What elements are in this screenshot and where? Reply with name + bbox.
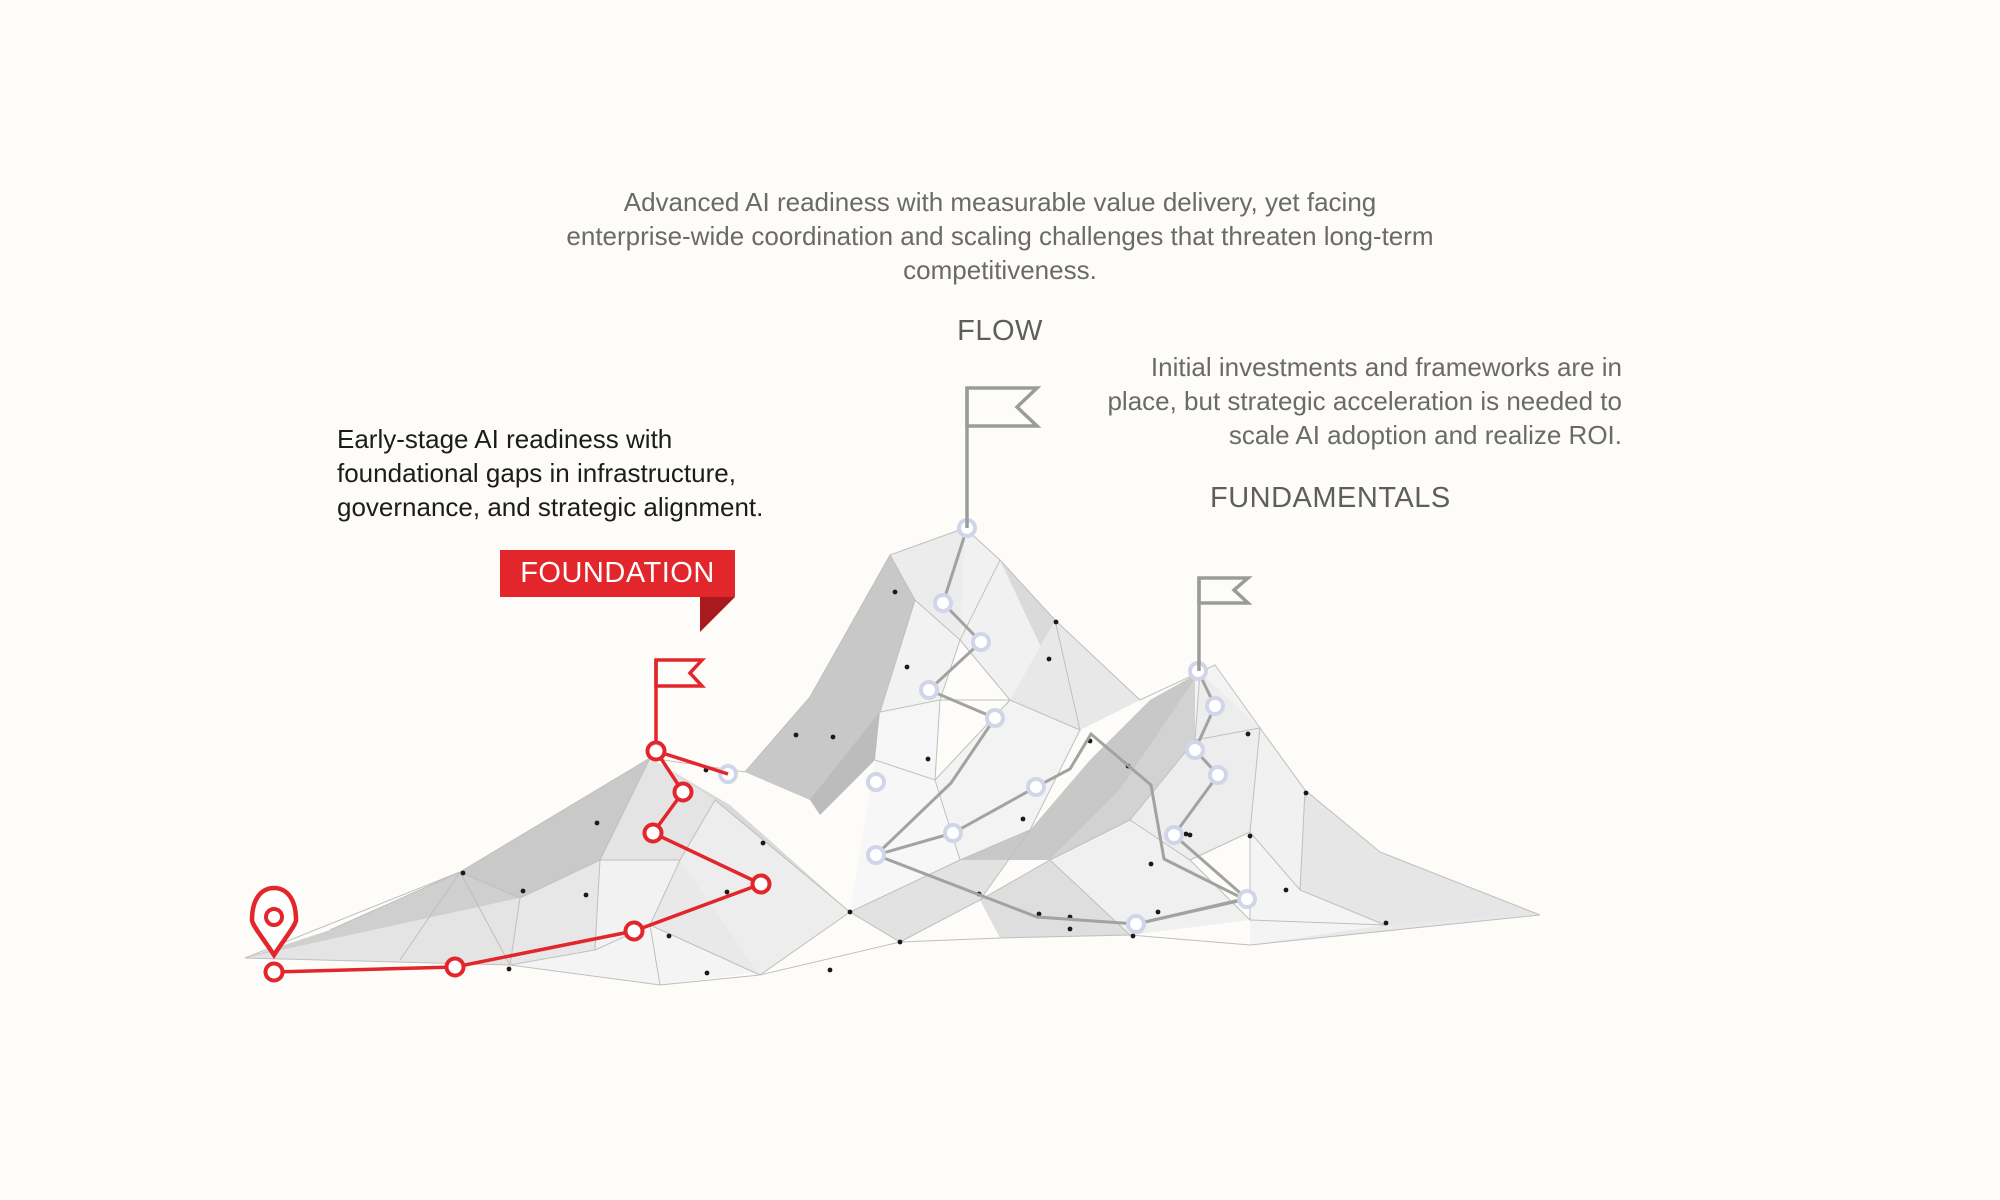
route-node [1185, 740, 1205, 760]
mountain-faces [245, 528, 1540, 985]
flow-description: Advanced AI readiness with measurable va… [566, 187, 1434, 285]
route-node [623, 920, 645, 942]
route-node [971, 632, 991, 652]
route-node [866, 845, 886, 865]
route-node [672, 781, 694, 803]
route-node [1205, 696, 1225, 716]
route-node [985, 708, 1005, 728]
fundamentals-flag-icon [1197, 576, 1253, 671]
route-node [1026, 777, 1046, 797]
foundation-tag: FOUNDATION [500, 550, 735, 597]
route-node [866, 772, 886, 792]
flow-flag-icon [965, 386, 1042, 528]
route-node [943, 823, 963, 843]
route-node [1164, 825, 1184, 845]
foundation-flag-icon [654, 658, 706, 743]
flow-label: FLOW [957, 315, 1043, 347]
route-node [1126, 914, 1146, 934]
route-node [919, 680, 939, 700]
route-node [642, 822, 664, 844]
route-node [444, 956, 466, 978]
location-pin-icon [249, 885, 299, 960]
route-node [263, 961, 285, 983]
fundamentals-route [1126, 661, 1257, 934]
route-node [1208, 765, 1228, 785]
fundamentals-label: FUNDAMENTALS [1210, 482, 1451, 514]
foundation-description: Early-stage AI readiness with foundation… [337, 424, 764, 522]
route-node [1237, 889, 1257, 909]
foundation-tag-tail [700, 597, 735, 632]
foundation-route [263, 740, 772, 983]
fundamentals-description: Initial investments and frameworks are i… [1107, 352, 1622, 450]
route-node [750, 873, 772, 895]
route-node [933, 593, 953, 613]
route-node [645, 740, 667, 762]
